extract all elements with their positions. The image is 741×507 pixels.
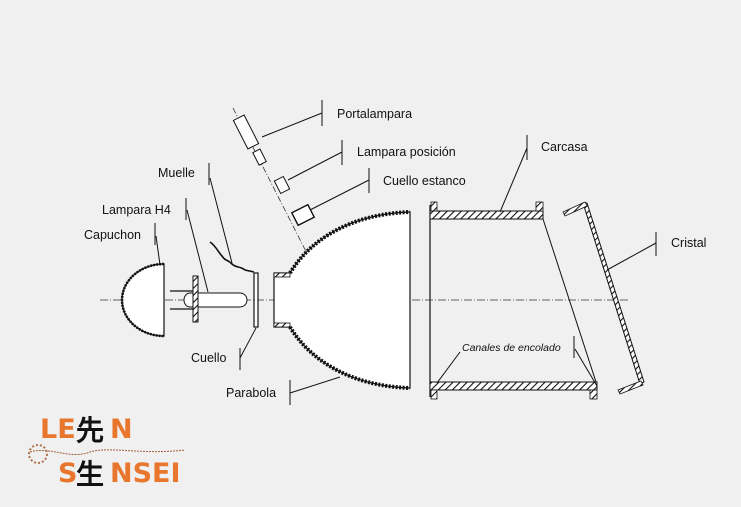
logo-kanji-sen: 先 (76, 414, 104, 447)
label-carcasa: Carcasa (541, 140, 588, 154)
logo-text-s: S (58, 458, 77, 489)
label-cuello: Cuello (191, 351, 226, 365)
logo-text-n: N (110, 414, 133, 445)
leon-sensei-logo: LE 先 N S 生 NSEI (28, 414, 186, 491)
label-canales-de-encolado: Canales de encolado (462, 342, 561, 354)
cristal-part (562, 201, 645, 395)
label-cristal: Cristal (671, 236, 706, 250)
leader-lines (154, 100, 657, 405)
carcasa-part (429, 201, 598, 400)
label-lampara-h4: Lampara H4 (102, 203, 171, 217)
label-parabola: Parabola (226, 386, 276, 400)
logo-text-le: LE (40, 414, 76, 445)
logo-text-nsei: NSEI (110, 458, 181, 489)
label-portalampara: Portalampara (337, 107, 412, 121)
label-cuello-estanco: Cuello estanco (383, 174, 466, 188)
lampara-h4-part (170, 275, 248, 323)
lamp-axis (232, 107, 319, 276)
label-lampara-posicion: Lampara posición (357, 145, 456, 159)
label-capuchon: Capuchon (84, 228, 141, 242)
lampara-posicion-part (273, 175, 291, 195)
label-muelle: Muelle (158, 166, 195, 180)
logo-kanji-sei: 生 (76, 458, 104, 491)
parabola-part (273, 210, 411, 390)
cuello-part (253, 272, 259, 328)
capuchon-part (120, 262, 165, 338)
muelle-part (209, 241, 255, 273)
portalampara-part (232, 114, 267, 166)
cuello-estanco-part (290, 203, 316, 227)
